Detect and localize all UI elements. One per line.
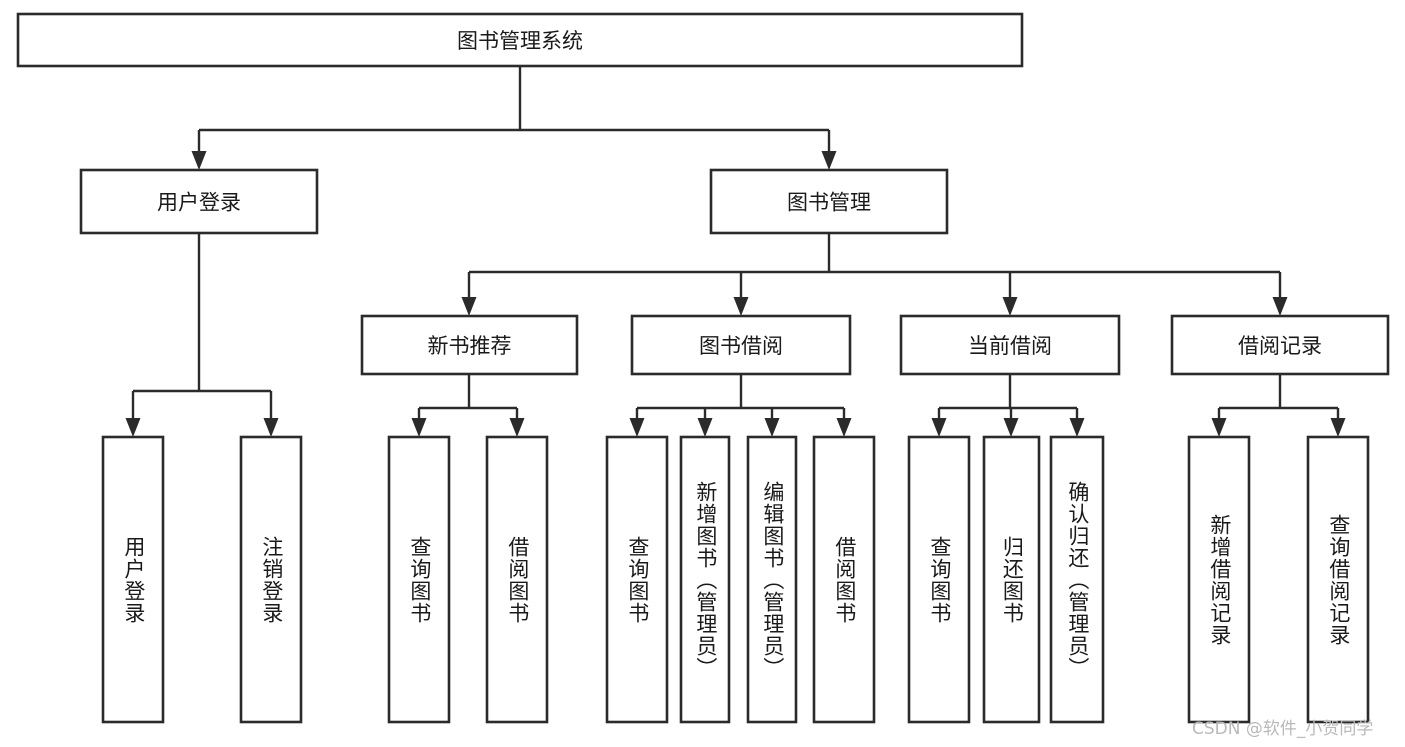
connector-edges — [125, 66, 1346, 437]
node-box-book-management[interactable] — [709, 168, 949, 235]
node-box-leaf-confirm-return[interactable] — [1049, 435, 1105, 724]
node-box-leaf-add-record[interactable] — [1187, 435, 1251, 724]
node-box-leaf-query-book-2[interactable] — [605, 435, 669, 724]
node-box-leaf-query-book-3[interactable] — [907, 435, 971, 724]
node-box-leaf-borrow-book-1[interactable] — [485, 435, 549, 724]
node-label-borrow-record: 借阅记录 — [1238, 334, 1322, 358]
arrow-head-icon — [821, 151, 837, 170]
node-box-leaf-add-book[interactable] — [679, 435, 731, 724]
node-box-leaf-logout[interactable] — [239, 435, 303, 724]
arrow-head-icon — [697, 418, 713, 437]
arrow-head-icon — [191, 151, 207, 170]
node-label-book-borrow: 图书借阅 — [699, 334, 783, 358]
node-box-current-borrow[interactable] — [899, 314, 1121, 376]
arrow-head-icon — [125, 418, 141, 437]
node-box-leaf-return-book[interactable] — [982, 435, 1041, 724]
node-box-leaf-query-book-1[interactable] — [387, 435, 451, 724]
arrow-head-icon — [1002, 297, 1018, 316]
node-box-leaf-edit-book[interactable] — [746, 435, 798, 724]
arrow-head-icon — [764, 418, 780, 437]
arrow-head-icon — [1211, 418, 1227, 437]
arrow-head-icon — [1272, 297, 1288, 316]
node-box-leaf-user-login[interactable] — [101, 435, 165, 724]
node-box-root[interactable] — [16, 12, 1024, 68]
arrow-head-icon — [931, 418, 947, 437]
node-label-new-book-recommend: 新书推荐 — [428, 334, 512, 358]
node-label-root: 图书管理系统 — [457, 29, 583, 53]
arrow-head-icon — [1069, 418, 1085, 437]
arrow-head-icon — [733, 297, 749, 316]
node-box-book-borrow[interactable] — [630, 314, 852, 376]
watermark-text: CSDN @软件_小贺同学 — [1192, 719, 1374, 739]
node-label-user-login: 用户登录 — [157, 191, 241, 215]
node-box-leaf-borrow-book-2[interactable] — [812, 435, 876, 724]
arrow-head-icon — [836, 418, 852, 437]
arrow-head-icon — [629, 418, 645, 437]
arrow-head-icon — [1330, 418, 1346, 437]
node-box-leaf-query-record[interactable] — [1306, 435, 1370, 724]
node-label-current-borrow: 当前借阅 — [968, 334, 1052, 358]
node-box-borrow-record[interactable] — [1170, 314, 1390, 376]
arrow-head-icon — [263, 418, 279, 437]
arrow-head-icon — [411, 418, 427, 437]
node-box-new-book-recommend[interactable] — [360, 314, 579, 376]
node-label-book-management: 图书管理 — [787, 191, 871, 215]
node-box-user-login[interactable] — [79, 168, 319, 235]
arrow-head-icon — [1003, 418, 1019, 437]
arrow-head-icon — [509, 418, 525, 437]
arrow-head-icon — [461, 297, 477, 316]
